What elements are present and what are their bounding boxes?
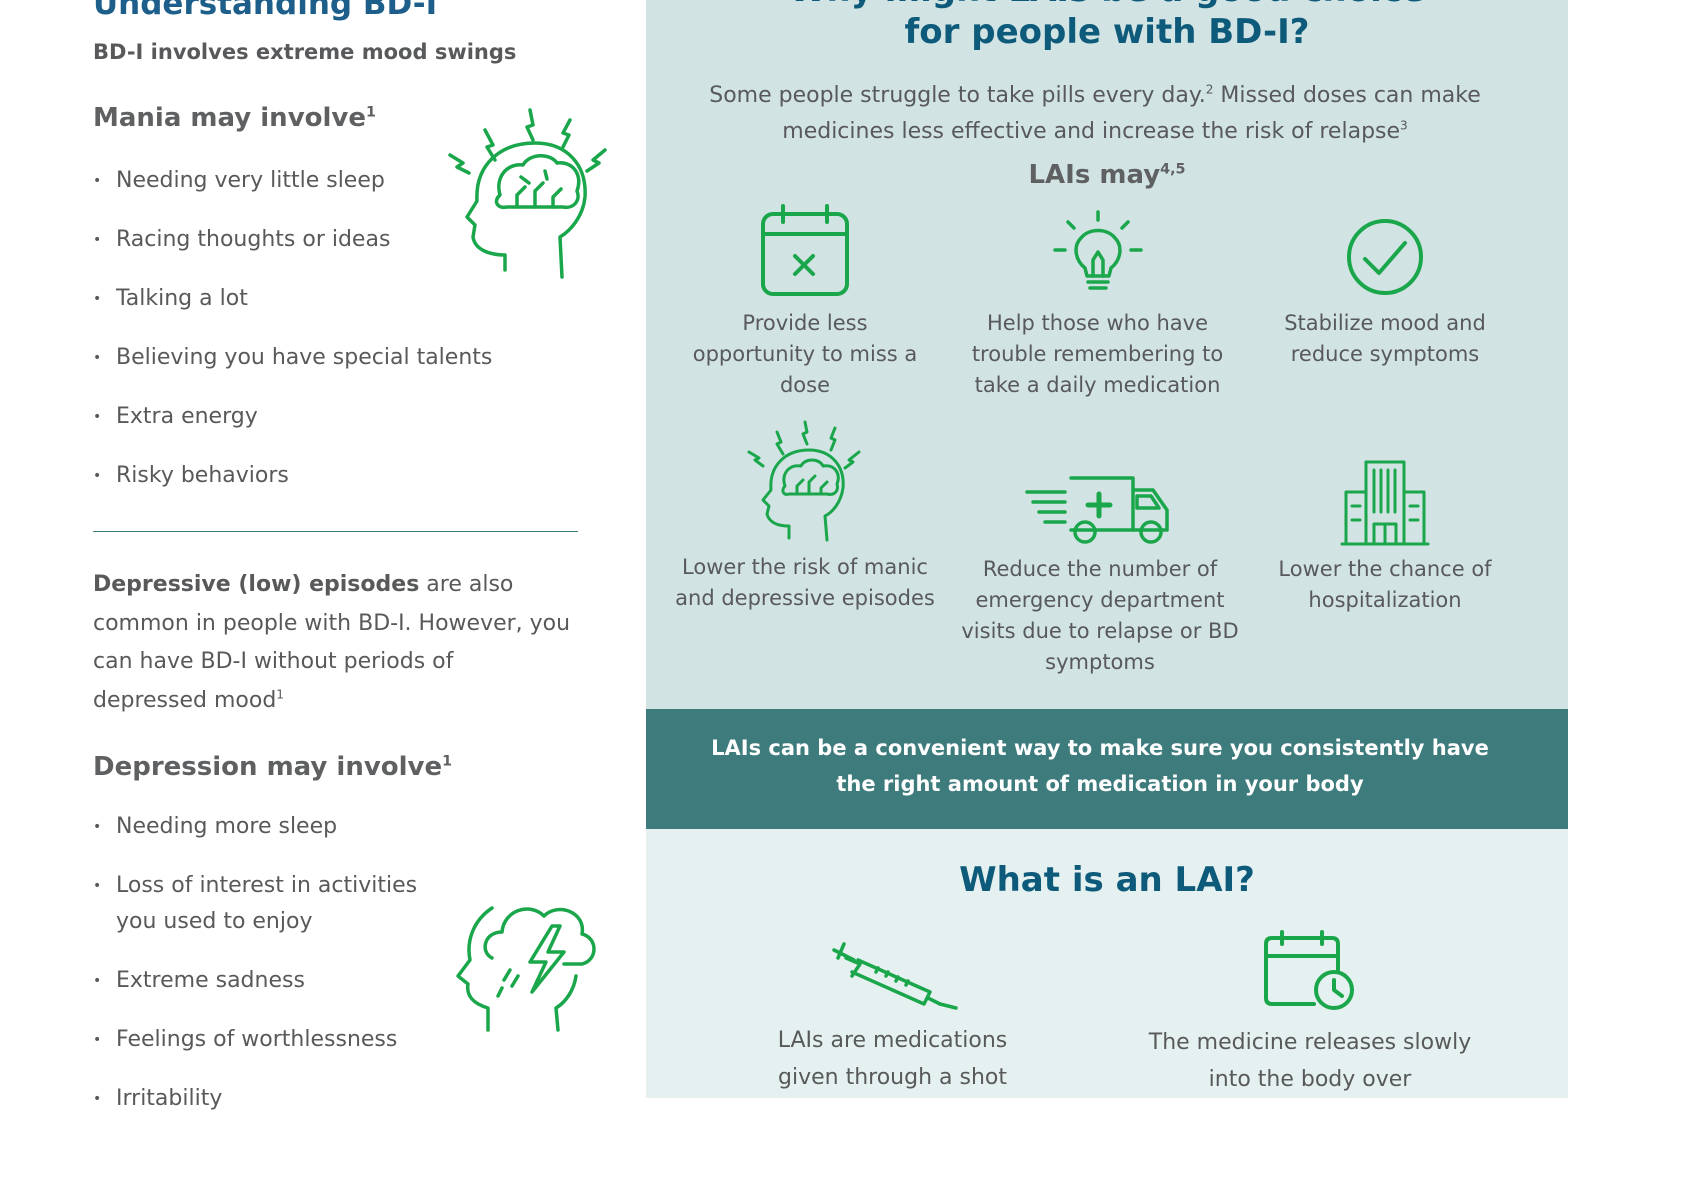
list-item: Racing thoughts or ideas (93, 222, 492, 281)
benefit-card: Help those who have trouble remembering … (955, 210, 1240, 410)
right-heading: for people with BD-I? (904, 12, 1310, 52)
left-subtitle: BD-I involves extreme mood swings (93, 40, 517, 64)
left-column: Understanding BD-I BD-I involves extreme… (0, 0, 646, 1117)
right-heading-partial: Why might LAIs be a good choice (646, 0, 1568, 10)
ambulance-icon (1025, 476, 1169, 544)
benefit-card: Lower the chance of hospitalization (1270, 458, 1500, 628)
benefit-label: Provide less opportunity to miss a dose (692, 311, 918, 397)
depressive-episodes-paragraph: Depressive (low) episodes are also commo… (93, 572, 571, 713)
benefit-label: Lower the risk of manic and depressive e… (675, 555, 935, 610)
what-is-lai-panel (646, 829, 1568, 1098)
list-item: Believing you have special talents (93, 340, 492, 399)
banner (646, 709, 1568, 829)
lai-benefits-panel (646, 0, 1568, 709)
hospital-building-icon (1340, 460, 1430, 546)
calendar-x-icon (761, 204, 849, 296)
benefit-card: Reduce the number of emergency departmen… (955, 470, 1245, 680)
list-item: Extreme sadness (93, 963, 443, 999)
mania-heading: Mania may involve1 (93, 103, 376, 133)
list-item: Irritability (93, 1081, 443, 1117)
benefit-card: Lower the risk of manic and depressive e… (675, 420, 935, 650)
lai-release-text: The medicine releases slowly into the bo… (1148, 1030, 1472, 1092)
head-storm-cloud-icon (456, 906, 596, 1032)
benefit-label: Help those who have trouble remembering … (971, 311, 1224, 397)
lightbulb-icon (1052, 210, 1143, 290)
depression-list: Needing more sleep Loss of interest in a… (93, 809, 443, 1140)
depression-heading: Depression may involve1 (93, 752, 453, 782)
list-item: Talking a lot (93, 281, 492, 340)
list-item: Needing more sleep (93, 809, 443, 845)
mania-list: Needing very little sleep Racing thought… (93, 163, 492, 517)
what-is-lai-heading: What is an LAI? (959, 860, 1255, 900)
syringe-icon (832, 942, 958, 1010)
list-item: Extra energy (93, 399, 492, 458)
lais-may-heading: LAIs may4,5 (1028, 160, 1186, 190)
list-item: Loss of interest in activities you used … (93, 868, 443, 940)
benefit-label: Stabilize mood and reduce symptoms (1284, 311, 1486, 366)
lai-definition-text: LAIs are medications given through a sho… (777, 1028, 1008, 1090)
benefit-label: Reduce the number of emergency departmen… (961, 557, 1239, 674)
benefit-card: Stabilize mood and reduce symptoms (1260, 215, 1510, 385)
list-item: Needing very little sleep (93, 163, 492, 222)
intro-text: Some people struggle to take pills every… (709, 82, 1481, 144)
head-brain-lightning-icon (747, 420, 861, 542)
check-circle-icon (1347, 219, 1423, 295)
banner-text: LAIs can be a convenient way to make sur… (711, 736, 1489, 796)
list-item: Risky behaviors (93, 458, 492, 517)
benefit-card: Provide less opportunity to miss a dose (680, 200, 930, 410)
head-brain-lightning-icon (448, 108, 607, 279)
list-item: Feelings of worthlessness (93, 1022, 443, 1058)
calendar-clock-icon (1264, 930, 1354, 1010)
benefit-label: Lower the chance of hospitalization (1278, 557, 1492, 612)
left-title: Understanding BD-I (93, 0, 438, 22)
section-divider (93, 531, 578, 532)
